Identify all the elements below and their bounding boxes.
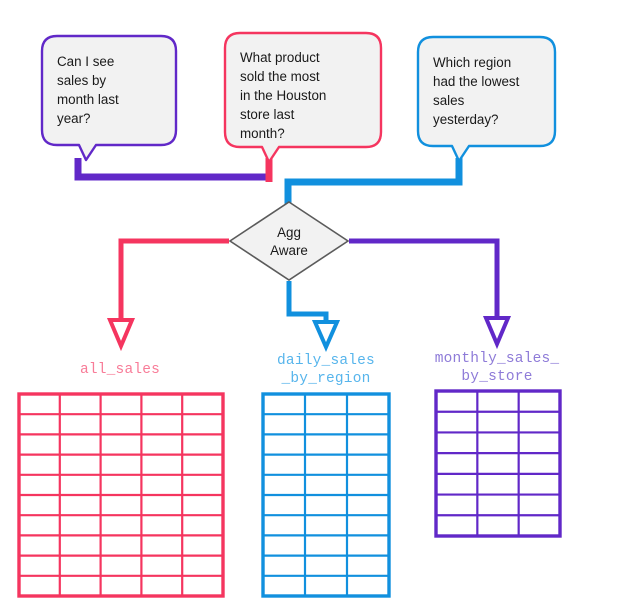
question-1-line-3: month last <box>57 92 119 107</box>
question-3-line-1: Which region <box>433 55 511 70</box>
agg-aware-label-line-2: Aware <box>270 243 308 258</box>
agg-aware-diamond <box>228 201 350 281</box>
question-1-line-1: Can I see <box>57 54 114 69</box>
arrowhead-all-sales <box>106 318 136 352</box>
table-label-monthly-sales-line-1: monthly_sales_ <box>435 351 560 367</box>
question-3-line-3: sales <box>433 93 465 108</box>
question-2-line-4: store last <box>240 107 295 122</box>
question-2-line-2: sold the most <box>240 69 320 84</box>
connector-diamond-to-daily-sales <box>286 281 329 322</box>
question-1-line-4: year? <box>57 111 91 126</box>
question-3-line-4: yesterday? <box>433 112 499 127</box>
table-label-daily-sales-line-2: _by_region <box>280 371 370 387</box>
connector-purple-to-diamond <box>74 158 271 181</box>
table-grid-monthly-sales-by-store <box>434 389 562 538</box>
question-1-line-2: sales by <box>57 73 106 88</box>
arrowhead-daily-sales <box>311 320 341 352</box>
table-label-daily-sales-line-1: daily_sales <box>277 353 375 369</box>
connector-blue-to-diamond <box>284 158 463 205</box>
connector-diamond-to-all-sales <box>118 238 229 320</box>
question-3-line-2: had the lowest <box>433 74 520 89</box>
connector-diamond-to-monthly-sales <box>349 238 500 318</box>
speech-bubble-question-3 <box>416 35 557 163</box>
table-label-monthly-sales-line-2: by_store <box>461 369 532 385</box>
table-grid-daily-sales-by-region <box>261 392 391 598</box>
question-2-line-3: in the Houston <box>240 88 326 103</box>
question-2-line-5: month? <box>240 126 285 141</box>
table-label-all-sales-line-1: all_sales <box>80 362 160 378</box>
speech-bubble-question-1 <box>40 34 178 162</box>
tables-layer <box>17 389 562 598</box>
question-2-line-1: What product <box>240 50 320 65</box>
arrowhead-monthly-sales <box>482 316 512 350</box>
table-outline <box>434 389 562 538</box>
speech-bubble-question-2 <box>223 31 383 164</box>
table-grid-all-sales <box>17 392 225 598</box>
agg-aware-label-line-1: Agg <box>277 225 301 240</box>
